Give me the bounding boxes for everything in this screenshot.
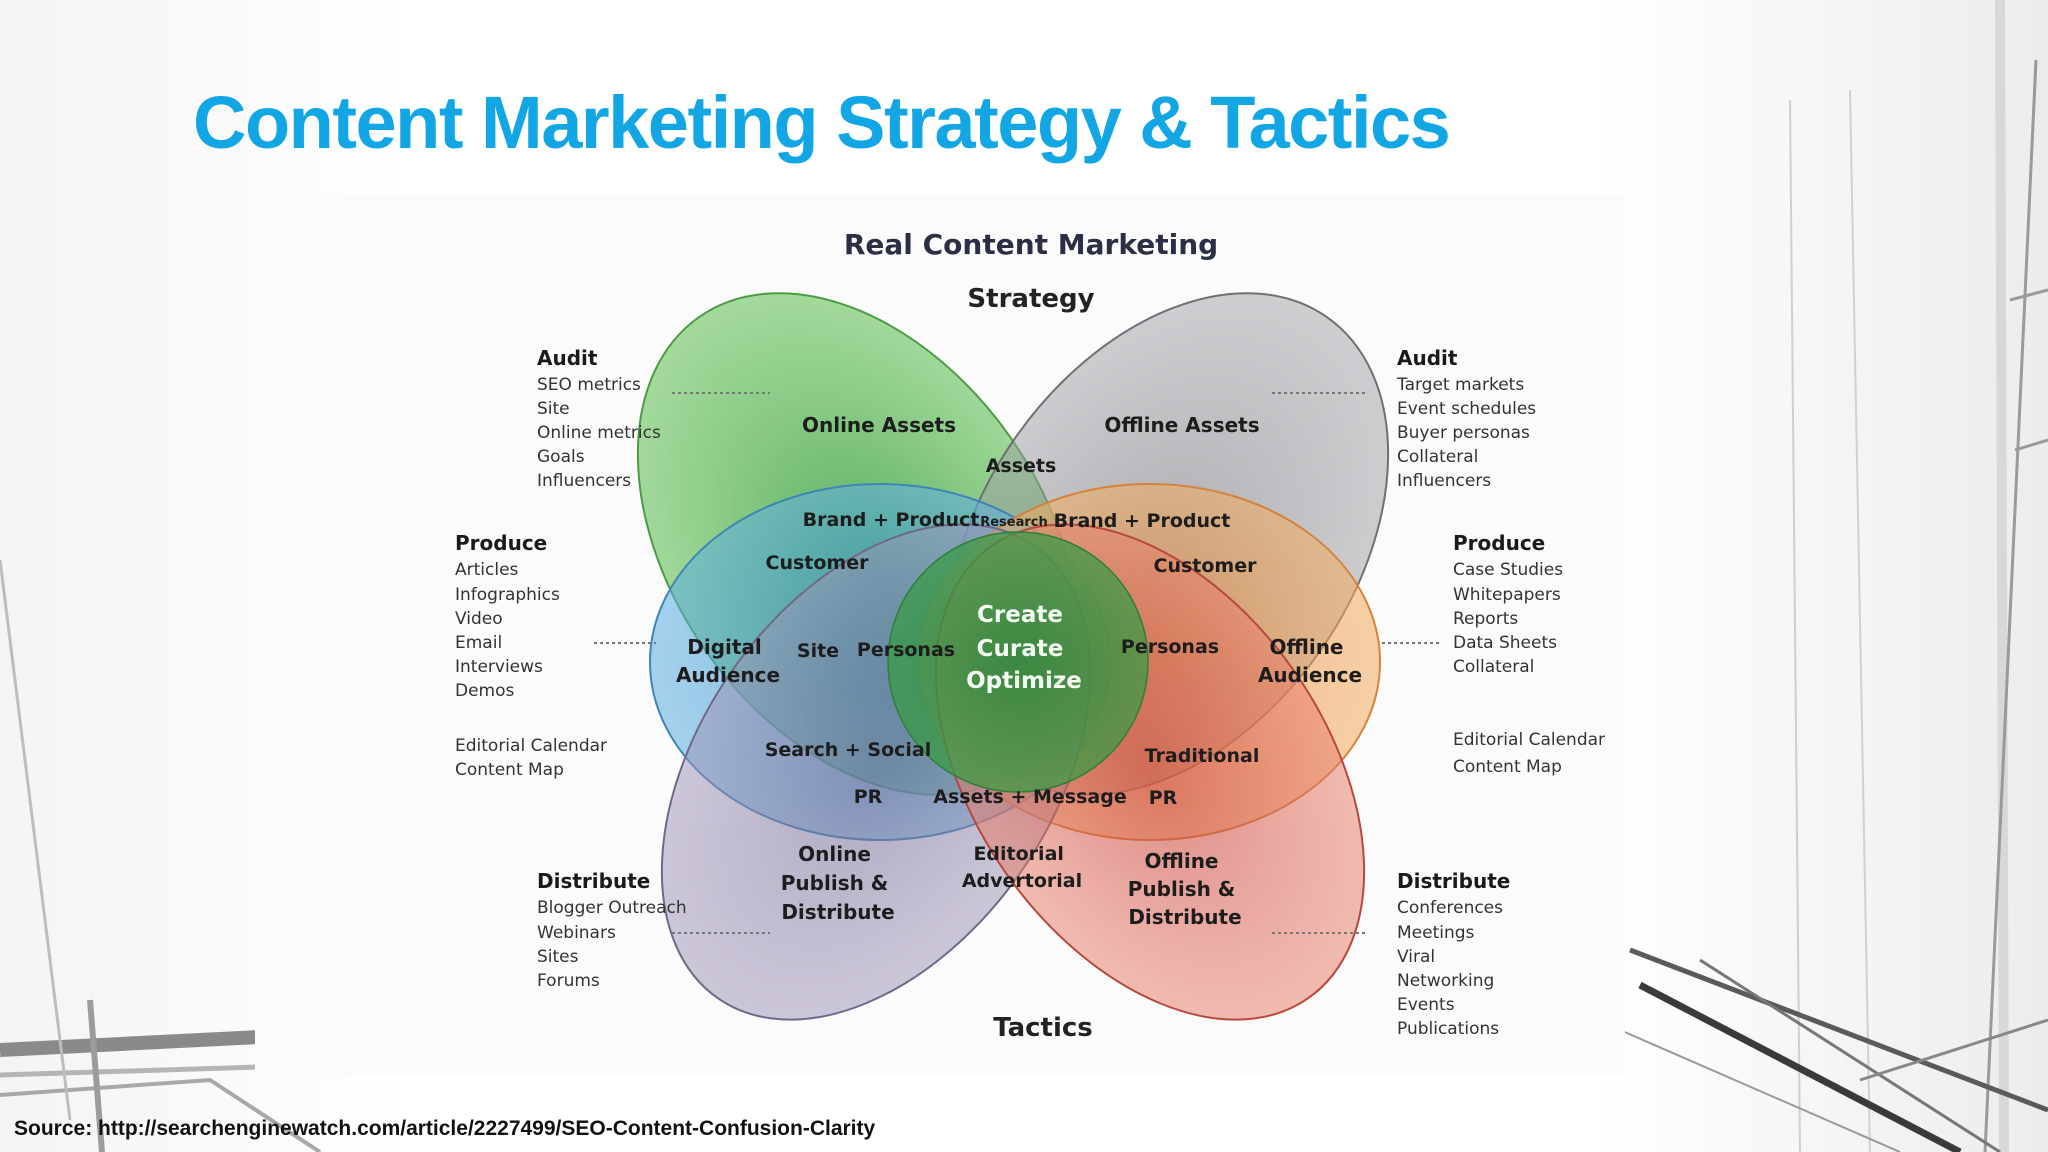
label-personas-right: Personas	[1121, 636, 1219, 658]
right-audit-item: Buyer personas	[1397, 423, 1530, 443]
label-offline-audience-line-1: Offline	[1270, 635, 1344, 659]
label-traditional: Traditional	[1145, 745, 1260, 767]
left-produce-item: Demos	[455, 681, 515, 701]
right-produce-heading: Produce	[1453, 531, 1545, 555]
label-editorial-advertorial-line-1: Editorial	[973, 843, 1063, 865]
label-personas-left: Personas	[857, 639, 955, 661]
right-distribute-item: Conferences	[1397, 898, 1503, 918]
left-produce-heading: Produce	[455, 531, 547, 555]
right-distribute-item: Events	[1397, 995, 1455, 1015]
label-search-social: Search + Social	[765, 739, 932, 761]
left-produce: Produce Articles Infographics Video Emai…	[455, 531, 565, 701]
label-pr-right: PR	[1149, 787, 1178, 809]
label-offline-publish: Offline Publish & Distribute	[1128, 849, 1242, 929]
right-distribute-heading: Distribute	[1397, 869, 1510, 893]
left-editorial: Editorial Calendar Content Map	[455, 736, 612, 780]
leader-lines	[594, 392, 1442, 934]
right-audit-item: Event schedules	[1397, 399, 1536, 419]
slide-title: Content Marketing Strategy & Tactics	[193, 81, 1451, 164]
left-audit-item: Online metrics	[537, 423, 661, 443]
label-research: Research	[980, 515, 1048, 530]
label-online-publish: Online Publish & Distribute	[781, 842, 895, 924]
label-offline-assets: Offline Assets	[1104, 413, 1259, 437]
label-editorial-advertorial-line-2: Advertorial	[962, 870, 1082, 892]
right-distribute-item: Networking	[1397, 971, 1494, 991]
label-online-publish-line-1: Online	[798, 842, 871, 866]
right-audit: Audit Target markets Event schedules Buy…	[1396, 346, 1542, 491]
label-brand-product-right: Brand + Product	[1054, 510, 1231, 532]
center-label-line-2: Curate	[977, 636, 1064, 662]
left-distribute-item: Blogger Outreach	[537, 898, 687, 918]
left-editorial-item: Content Map	[455, 760, 564, 780]
right-produce-item: Collateral	[1453, 657, 1534, 677]
diagram-heading: Real Content Marketing	[844, 228, 1218, 261]
label-online-publish-line-2: Publish &	[781, 871, 888, 895]
label-site: Site	[797, 640, 839, 662]
left-produce-item: Interviews	[455, 657, 543, 677]
right-editorial-item: Content Map	[1453, 757, 1562, 777]
right-produce-item: Reports	[1453, 609, 1518, 629]
label-online-publish-line-3: Distribute	[781, 900, 894, 924]
label-assets-message: Assets + Message	[933, 786, 1126, 808]
tactics-label: Tactics	[993, 1013, 1093, 1043]
label-customer-left: Customer	[766, 552, 870, 574]
left-audit-item: Goals	[537, 447, 585, 467]
label-editorial-advertorial: Editorial Advertorial	[962, 843, 1082, 892]
right-audit-heading: Audit	[1397, 346, 1458, 370]
left-audit-item: Influencers	[537, 471, 631, 491]
left-distribute-item: Webinars	[537, 923, 616, 943]
left-distribute-heading: Distribute	[537, 869, 650, 893]
label-offline-publish-line-3: Distribute	[1128, 905, 1241, 929]
right-editorial: Editorial Calendar Content Map	[1453, 730, 1610, 777]
left-produce-item: Infographics	[455, 585, 560, 605]
left-audit: Audit SEO metrics Site Online metrics Go…	[537, 346, 666, 491]
right-audit-item: Collateral	[1397, 447, 1478, 467]
right-produce: Produce Case Studies Whitepapers Reports…	[1453, 531, 1568, 677]
left-audit-item: SEO metrics	[537, 375, 641, 395]
label-brand-product-left: Brand + Product	[803, 509, 980, 531]
right-distribute-item: Meetings	[1397, 923, 1475, 943]
label-digital-audience-line-2: Audience	[676, 663, 780, 687]
label-offline-publish-line-1: Offline	[1145, 849, 1219, 873]
right-audit-item: Target markets	[1396, 375, 1524, 395]
label-pr-left: PR	[854, 786, 883, 808]
right-produce-item: Data Sheets	[1453, 633, 1557, 653]
left-audit-item: Site	[537, 399, 570, 419]
right-produce-item: Whitepapers	[1453, 585, 1561, 605]
right-distribute: Distribute Conferences Meetings Viral Ne…	[1397, 869, 1516, 1039]
right-distribute-item: Viral	[1397, 947, 1435, 967]
label-offline-audience-line-2: Audience	[1258, 663, 1362, 687]
label-online-assets: Online Assets	[802, 413, 956, 437]
label-customer-right: Customer	[1154, 555, 1258, 577]
left-distribute-item: Sites	[537, 947, 579, 967]
label-offline-publish-line-2: Publish &	[1128, 877, 1235, 901]
left-produce-item: Email	[455, 633, 502, 653]
strategy-label: Strategy	[967, 284, 1094, 314]
left-produce-item: Video	[455, 609, 503, 629]
left-produce-item: Articles	[455, 560, 519, 580]
right-distribute-item: Publications	[1397, 1019, 1499, 1039]
left-distribute: Distribute Blogger Outreach Webinars Sit…	[537, 869, 692, 991]
left-editorial-item: Editorial Calendar	[455, 736, 607, 756]
left-audit-heading: Audit	[537, 346, 598, 370]
right-audit-item: Influencers	[1397, 471, 1491, 491]
label-assets: Assets	[986, 455, 1057, 477]
label-digital-audience-line-1: Digital	[687, 635, 762, 659]
right-produce-item: Case Studies	[1453, 560, 1563, 580]
label-offline-audience: Offline Audience	[1258, 635, 1362, 687]
center-label: Create Curate Optimize	[966, 602, 1082, 694]
source-citation: Source: http://searchenginewatch.com/art…	[14, 1117, 876, 1140]
right-editorial-item: Editorial Calendar	[1453, 730, 1605, 750]
center-label-line-1: Create	[977, 602, 1063, 628]
left-distribute-item: Forums	[537, 971, 600, 991]
center-circle	[887, 531, 1149, 793]
center-label-line-3: Optimize	[966, 668, 1082, 694]
label-digital-audience: Digital Audience	[676, 635, 780, 687]
